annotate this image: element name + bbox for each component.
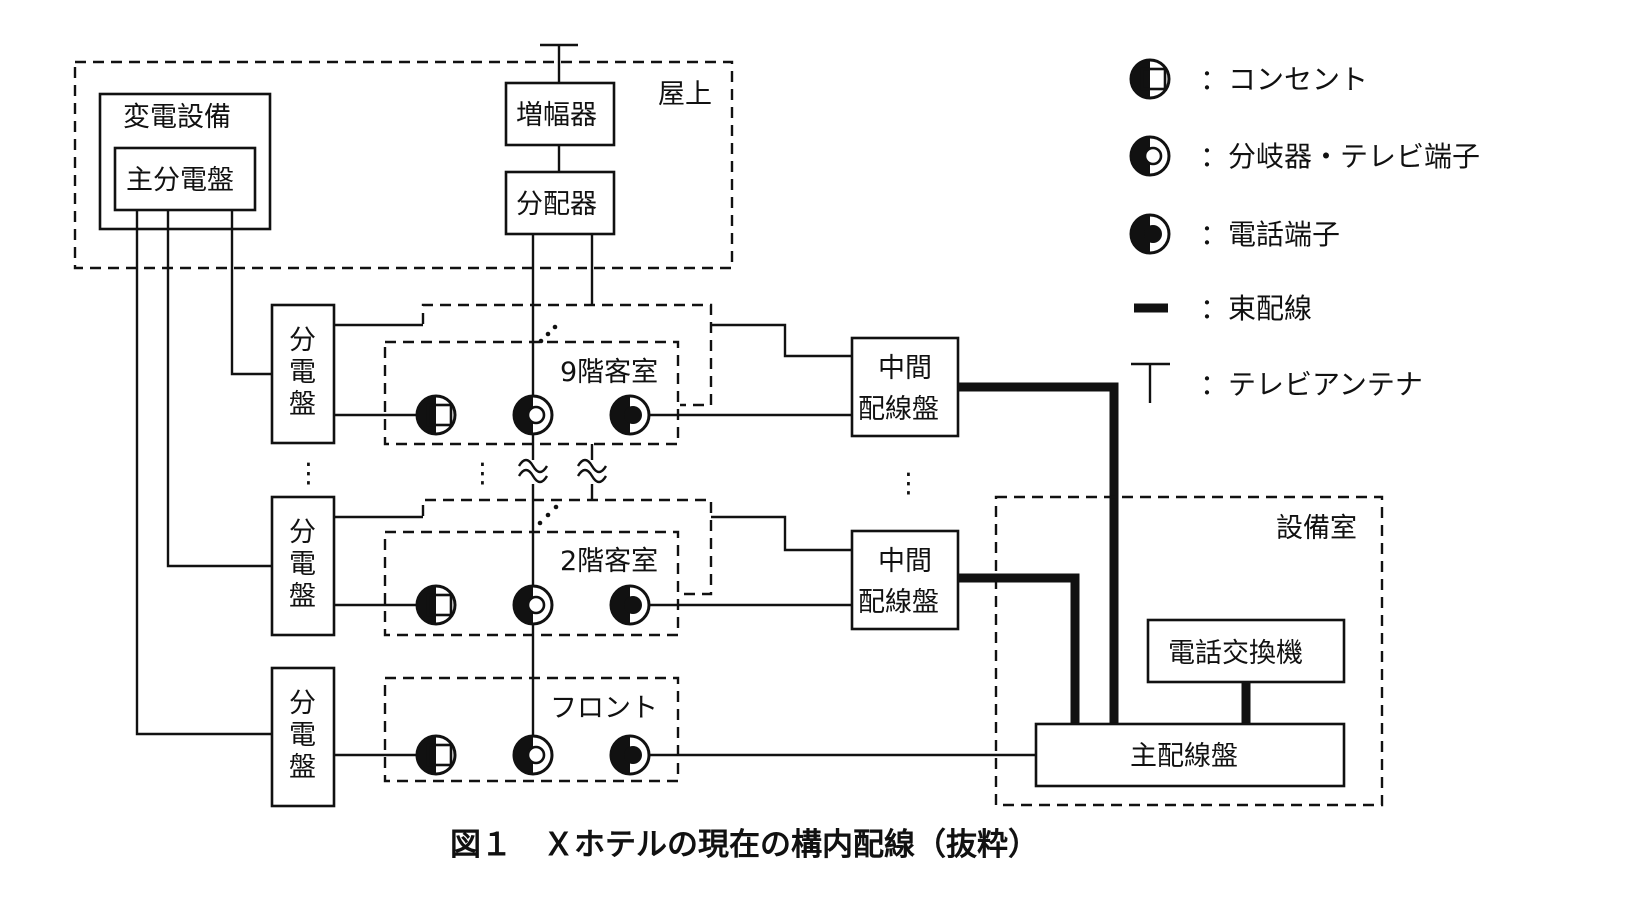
substation-label: 変電設備 [123, 102, 231, 133]
equipment-room-area [994, 495, 1384, 807]
legend: ：コンセント ：分岐器・テレビ端子 ：電話端子 ：束配線 ：テレビアンテナ [1129, 58, 1480, 403]
equipment-room-label: 設備室 [1276, 513, 1357, 544]
rooftop-label: 屋上 [658, 79, 712, 110]
phone-terminal-icon [609, 734, 651, 776]
distribution-panel-2f: 分 電 盤 [270, 495, 336, 637]
amplifier-box [504, 81, 616, 147]
splitter-tv-terminal-icon [1129, 135, 1171, 177]
distribution-panel-front: 分 電 盤 [270, 666, 336, 808]
svg-text:：分岐器・テレビ端子: ：分岐器・テレビ端子 [1200, 140, 1480, 173]
outlet-icon [415, 584, 457, 626]
distributor-box [504, 170, 616, 236]
phone-exchange-box [1146, 618, 1346, 684]
main-wiring-panel [1034, 722, 1346, 788]
break-mark [517, 458, 549, 484]
ellipsis-rooms: ⋮ [469, 458, 496, 489]
svg-text:分: 分 [289, 688, 316, 719]
floor9-label: 9階客室 [560, 357, 658, 388]
svg-text:電: 電 [289, 549, 316, 580]
floor2-area [383, 530, 680, 637]
distribution-panel-9f: 分 電 盤 [270, 303, 336, 445]
splitter-tv-terminal-icon [512, 584, 554, 626]
svg-text:分: 分 [289, 325, 316, 356]
bundle-wiring-9f [958, 382, 1119, 724]
amplifier-label: 増幅器 [516, 100, 597, 131]
floor9-back-room [421, 303, 713, 407]
tv-antenna-icon [1131, 362, 1170, 403]
svg-text:：コンセント: ：コンセント [1200, 63, 1368, 96]
svg-text:盤: 盤 [289, 752, 316, 783]
floor9-area [383, 340, 680, 446]
intermediate-wiring-panel-2f: 中間 配線盤 [850, 529, 960, 631]
tv-antenna-icon [540, 43, 578, 83]
main-distribution-panel [113, 146, 257, 212]
phone-terminal-icon [609, 394, 651, 436]
figure-caption: 図１ Ｘホテルの現在の構内配線（抜粋） [450, 827, 1039, 863]
svg-text:分: 分 [289, 517, 316, 548]
svg-text:盤: 盤 [289, 581, 316, 612]
outlet-icon [415, 394, 457, 436]
phone-exchange-label: 電話交換機 [1168, 638, 1303, 669]
front-label: フロント [550, 693, 658, 724]
main-wiring-panel-label: 主配線盤 [1130, 741, 1238, 772]
splitter-tv-terminal-icon [512, 734, 554, 776]
svg-text:中間: 中間 [878, 546, 932, 577]
phone-terminal-icon [609, 584, 651, 626]
svg-text:盤: 盤 [289, 389, 316, 420]
phone-terminal-icon [1129, 213, 1171, 255]
splitter-tv-terminal-icon [512, 394, 554, 436]
svg-text:配線盤: 配線盤 [858, 394, 939, 425]
outlet-icon [1129, 58, 1171, 100]
svg-text:：テレビアンテナ: ：テレビアンテナ [1200, 368, 1423, 401]
rooftop-area [73, 60, 734, 270]
intermediate-wiring-panel-9f: 中間 配線盤 [850, 336, 960, 438]
svg-text:電: 電 [289, 357, 316, 388]
svg-text:中間: 中間 [878, 353, 932, 384]
outlet-icon [415, 734, 457, 776]
front-area [383, 676, 680, 783]
main-distribution-panel-label: 主分電盤 [126, 165, 234, 196]
svg-text:配線盤: 配線盤 [858, 587, 939, 618]
floor2-label: 2階客室 [560, 546, 658, 577]
bundle-wiring-2f [958, 573, 1080, 724]
svg-text:：電話端子: ：電話端子 [1200, 218, 1340, 251]
ellipsis-intermediate: ⋮ [895, 468, 922, 499]
floor2-back-room [421, 498, 713, 596]
ellipsis-panels: ⋮ [295, 458, 322, 489]
svg-text:電: 電 [289, 720, 316, 751]
break-mark [576, 458, 608, 484]
svg-text:：束配線: ：束配線 [1200, 292, 1312, 325]
distributor-label: 分配器 [516, 189, 597, 220]
